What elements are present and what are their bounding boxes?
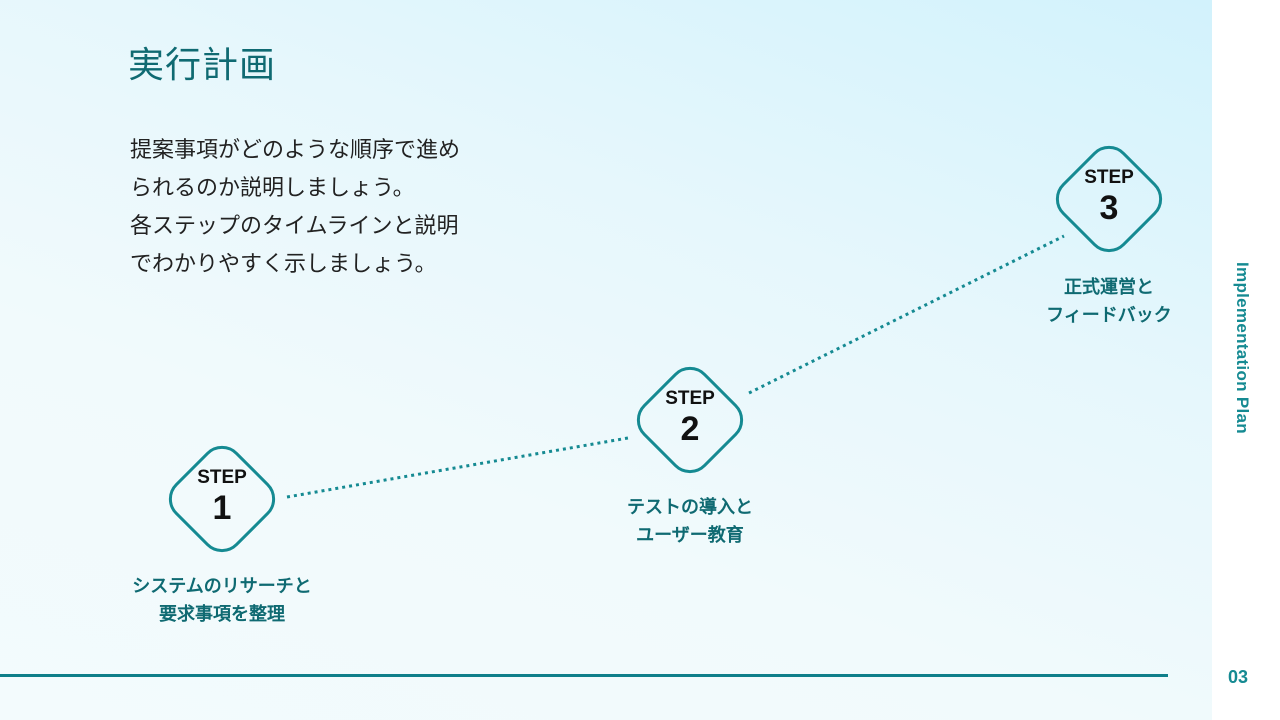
caption-line: ユーザー教育: [636, 525, 744, 546]
description-line: 各ステップのタイムラインと説明: [130, 214, 459, 239]
description-text: 提案事項がどのような順序で進め られるのか説明しましょう。 各ステップのタイムラ…: [130, 132, 520, 284]
caption-line: フィードバック: [1046, 305, 1172, 326]
page-title: 実行計画: [128, 45, 277, 86]
slide-canvas: 実行計画 提案事項がどのような順序で進め られるのか説明しましょう。 各ステップ…: [0, 0, 1212, 720]
page-number: 03: [1228, 667, 1249, 687]
step-number: 3: [1099, 189, 1119, 227]
caption-line: テストの導入と: [627, 497, 753, 518]
right-sidebar: [1212, 0, 1280, 720]
description-line: 提案事項がどのような順序で進め: [130, 138, 461, 163]
step-3-caption: 正式運営と フィードバック: [989, 274, 1229, 330]
footer-divider: [0, 674, 1168, 677]
step-2: STEP 2: [626, 356, 754, 484]
step-1: STEP 1: [158, 435, 286, 563]
caption-line: システムのリサーチと: [132, 576, 312, 597]
step-label: STEP: [197, 467, 247, 488]
caption-line: 正式運営と: [1064, 277, 1154, 298]
connector-1-2: [286, 436, 629, 499]
description-line: でわかりやすく示しましょう。: [130, 252, 437, 277]
section-side-label: Implementation Plan: [1233, 262, 1252, 434]
step-3: STEP 3: [1045, 135, 1173, 263]
caption-line: 要求事項を整理: [159, 604, 285, 625]
step-number: 2: [680, 410, 700, 448]
timeline-connectors: [286, 234, 1065, 499]
connector-2-3: [748, 234, 1065, 395]
step-number: 1: [212, 489, 232, 527]
step-label: STEP: [1084, 167, 1134, 188]
step-2-caption: テストの導入と ユーザー教育: [570, 494, 810, 550]
description-line: られるのか説明しましょう。: [130, 176, 415, 201]
step-1-caption: システムのリサーチと 要求事項を整理: [102, 573, 342, 629]
step-label: STEP: [665, 388, 715, 409]
